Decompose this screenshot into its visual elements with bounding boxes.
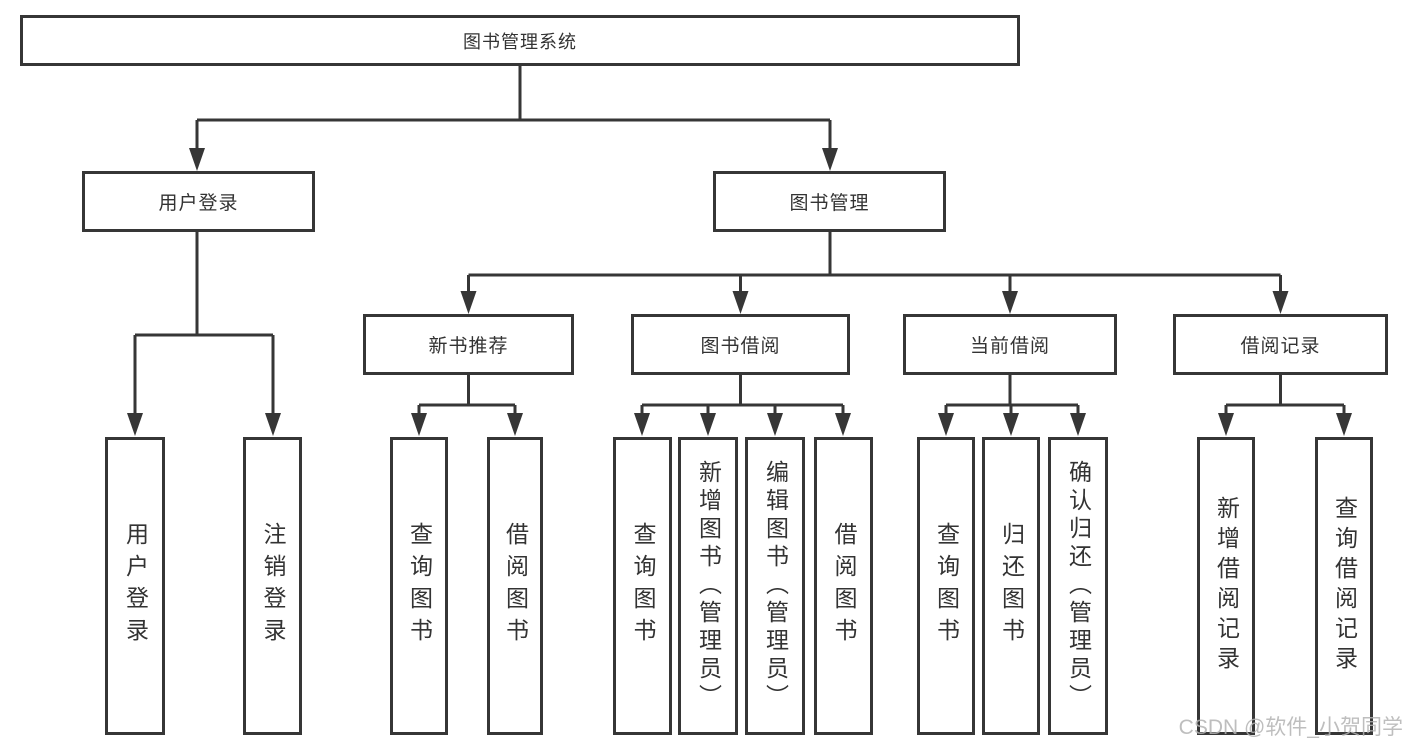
arrow-to-user-login [189, 148, 205, 171]
arrow-to-leaf-query-books-1 [411, 413, 427, 436]
leaf-borrow-books-borrow: 借阅图书 [814, 437, 873, 735]
leaf-query-books-current-label: 查询图书 [933, 522, 960, 650]
leaf-query-books-borrow: 查询图书 [613, 437, 672, 735]
leaf-user-login: 用户登录 [105, 437, 165, 735]
leaf-query-borrow-record-label: 查询借阅记录 [1331, 496, 1358, 676]
arrow-to-leaf-query-books-2 [634, 413, 650, 436]
arrow-to-book-management [822, 148, 838, 171]
node-book-borrow: 图书借阅 [631, 314, 850, 375]
connector-current-borrow-split [944, 375, 1080, 415]
node-root-label: 图书管理系统 [463, 31, 577, 52]
leaf-borrow-books-borrow-label: 借阅图书 [831, 522, 857, 650]
node-new-book-recommend: 新书推荐 [363, 314, 574, 375]
arrow-to-leaf-confirm-return [1070, 413, 1086, 436]
leaf-add-books-admin: 新增图书（管理员） [678, 437, 738, 735]
arrow-to-current-borrow [1002, 291, 1018, 314]
node-book-management-label: 图书管理 [789, 193, 870, 214]
connector-book-borrow-split [640, 375, 845, 415]
leaf-return-books-label: 归还图书 [998, 522, 1025, 650]
leaf-query-books-recommend: 查询图书 [390, 437, 448, 735]
node-root: 图书管理系统 [20, 15, 1020, 66]
node-current-borrow: 当前借阅 [903, 314, 1117, 375]
leaf-add-borrow-record-label: 新增借阅记录 [1213, 496, 1240, 676]
node-current-borrow-label: 当前借阅 [969, 336, 1050, 357]
leaf-borrow-books-recommend: 借阅图书 [487, 437, 543, 735]
arrow-to-leaf-add-borrow-record [1218, 413, 1234, 436]
arrow-to-book-borrow [732, 291, 749, 314]
leaf-edit-books-admin: 编辑图书（管理员） [745, 437, 805, 735]
arrow-to-leaf-query-borrow-record [1336, 413, 1352, 436]
node-new-book-recommend-label: 新书推荐 [428, 336, 509, 357]
leaf-query-borrow-record: 查询借阅记录 [1315, 437, 1373, 735]
node-borrow-records-label: 借阅记录 [1240, 336, 1321, 357]
node-user-login: 用户登录 [82, 171, 315, 232]
leaf-confirm-return-admin: 确认归还（管理员） [1048, 437, 1108, 735]
leaf-return-books: 归还图书 [982, 437, 1040, 735]
node-book-management: 图书管理 [713, 171, 946, 232]
arrow-to-leaf-query-books-3 [938, 413, 954, 436]
leaf-logout-label: 注销登录 [260, 522, 286, 650]
connector-root-split [195, 66, 832, 150]
leaf-logout: 注销登录 [243, 437, 302, 735]
arrow-to-leaf-logout [265, 413, 281, 436]
node-borrow-records: 借阅记录 [1173, 314, 1388, 375]
arrow-to-leaf-edit-books [767, 413, 783, 436]
leaf-user-login-label: 用户登录 [122, 522, 149, 650]
arrow-to-leaf-borrow-books-2 [835, 413, 851, 436]
arrow-to-new-book-recommend [460, 291, 477, 314]
arrow-to-borrow-records [1272, 291, 1289, 314]
leaf-query-books-recommend-label: 查询图书 [406, 522, 433, 650]
connector-borrow-records-split [1224, 375, 1346, 415]
leaf-add-books-admin-label: 新增图书（管理员） [695, 460, 722, 712]
leaf-query-books-borrow-label: 查询图书 [630, 522, 656, 650]
connector-book-management-split [467, 232, 1282, 293]
node-book-borrow-label: 图书借阅 [700, 336, 781, 357]
leaf-confirm-return-admin-label: 确认归还（管理员） [1065, 460, 1092, 712]
arrowheads [127, 148, 1352, 436]
leaf-edit-books-admin-label: 编辑图书（管理员） [762, 460, 789, 712]
arrow-to-leaf-add-books [700, 413, 716, 436]
node-user-login-label: 用户登录 [158, 193, 239, 214]
arrow-to-leaf-return-books [1003, 413, 1019, 436]
arrow-to-leaf-user-login [127, 413, 143, 436]
connector-new-book-split [417, 375, 517, 415]
leaf-query-books-current: 查询图书 [917, 437, 975, 735]
leaf-add-borrow-record: 新增借阅记录 [1197, 437, 1255, 735]
arrow-to-leaf-borrow-books-1 [507, 413, 523, 436]
connector-user-login-split [133, 232, 275, 415]
leaf-borrow-books-recommend-label: 借阅图书 [502, 522, 529, 650]
csdn-watermark: CSDN @软件_小贺同学 [1178, 716, 1403, 739]
